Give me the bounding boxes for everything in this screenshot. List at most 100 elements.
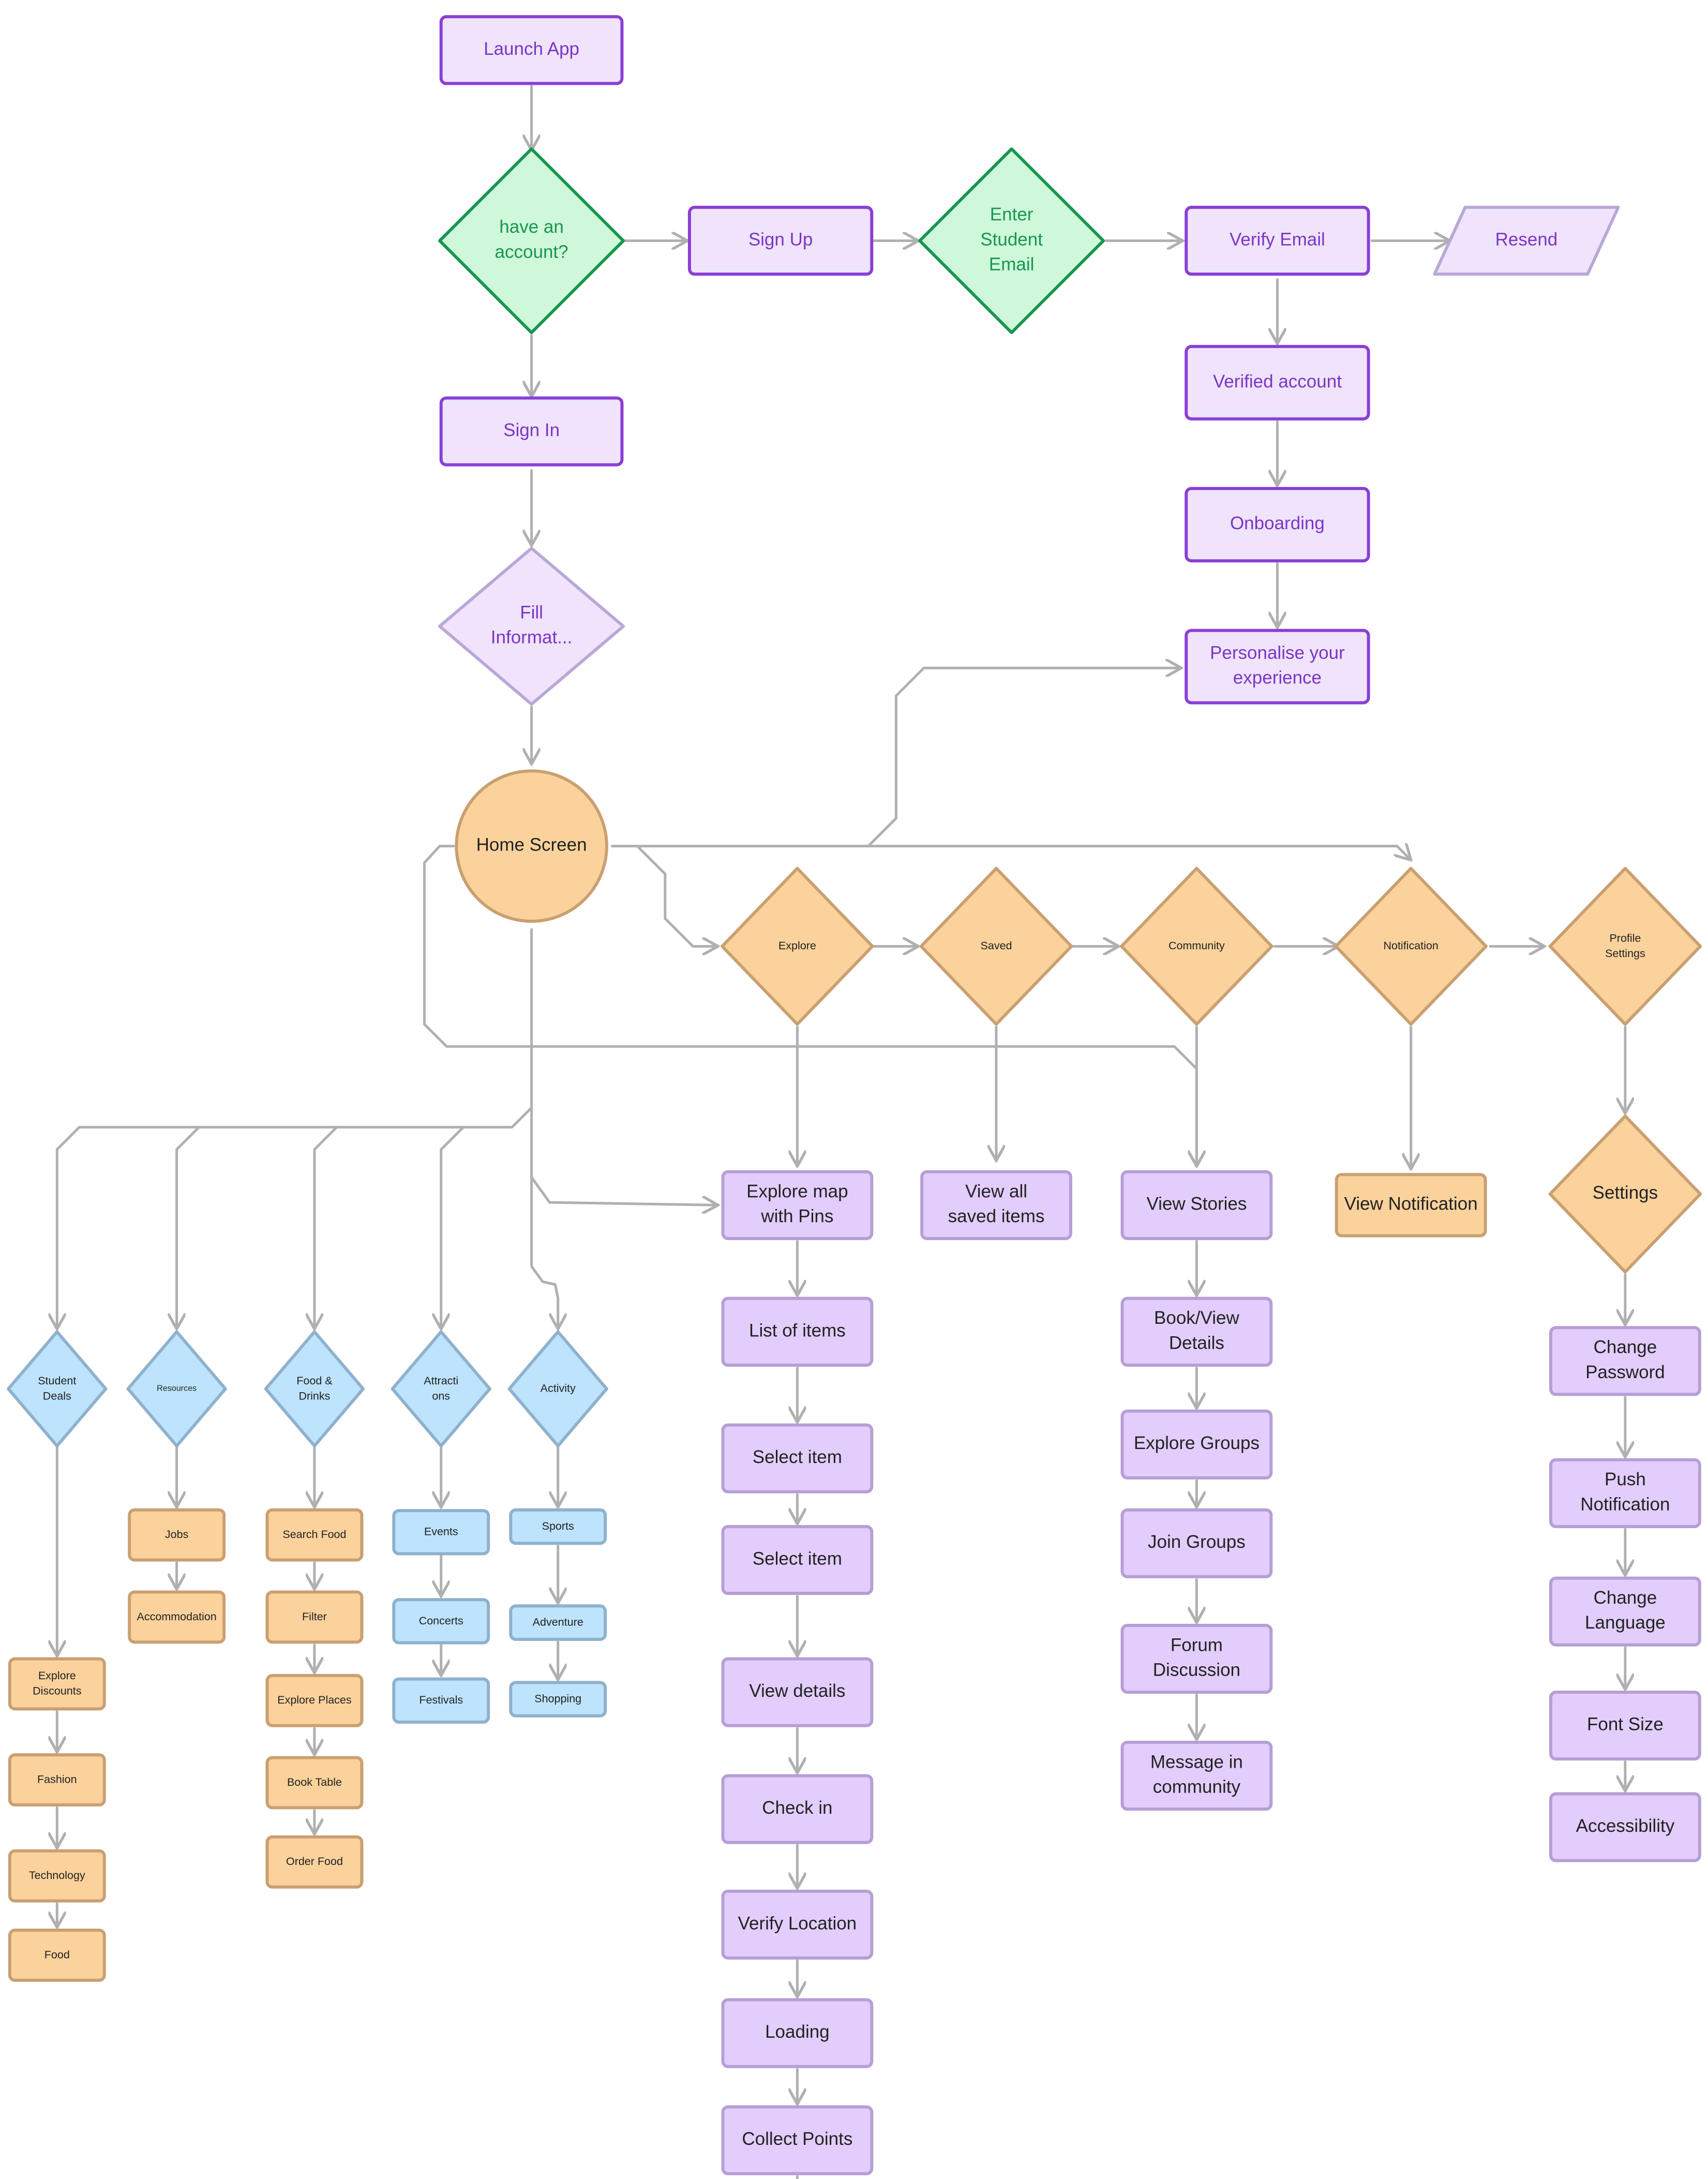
node-filter: Filter — [265, 1590, 364, 1644]
connector-arrow — [611, 845, 718, 947]
label-shopping: Shopping — [534, 1692, 581, 1705]
node-festivals: Festivals — [392, 1677, 490, 1724]
label-sign-up: Sign Up — [748, 230, 813, 250]
node-view-details: View details — [721, 1657, 874, 1727]
connector-arrow — [314, 1126, 338, 1329]
node-font-size: Font Size — [1549, 1691, 1701, 1761]
label-community: Community — [1168, 939, 1225, 952]
node-collect-points: Collect Points — [721, 2105, 874, 2175]
label-adventure: Adventure — [533, 1616, 583, 1628]
label-font-size: Font Size — [1587, 1714, 1664, 1735]
node-sign-in: Sign In — [439, 396, 624, 467]
label-notification: Notification — [1383, 939, 1438, 952]
label-food: Food — [44, 1948, 70, 1961]
label-order-food: Order Food — [286, 1855, 343, 1868]
label-accommodation: Accommodation — [137, 1610, 217, 1622]
node-food: Food — [8, 1929, 106, 1982]
node-launch-app: Launch App — [439, 15, 624, 85]
label-list-of-items: List of items — [749, 1321, 846, 1341]
node-settings: Settings — [1548, 1114, 1702, 1274]
label-fashion: Fashion — [37, 1773, 77, 1785]
connector-arrow — [611, 846, 1411, 860]
label-concerts: Concerts — [419, 1615, 463, 1627]
node-list-of-items: List of items — [721, 1296, 874, 1367]
node-events: Events — [392, 1509, 490, 1556]
label-resend: Resend — [1495, 230, 1558, 250]
node-sign-up: Sign Up — [687, 205, 874, 276]
label-home-screen: Home Screen — [476, 835, 587, 855]
node-verified-account: Verified account — [1185, 345, 1370, 421]
label-jobs: Jobs — [165, 1528, 188, 1541]
label-filter: Filter — [302, 1610, 327, 1622]
label-onboarding: Onboarding — [1230, 513, 1325, 533]
node-order-food: Order Food — [265, 1835, 364, 1889]
label-technology: Technology — [29, 1869, 85, 1882]
label-view-stories: View Stories — [1146, 1194, 1247, 1214]
node-saved: Saved — [919, 867, 1073, 1026]
label-select-item-1: Select item — [753, 1447, 842, 1467]
label-verified-account: Verified account — [1213, 371, 1342, 392]
node-accessibility: Accessibility — [1549, 1792, 1701, 1862]
node-onboarding: Onboarding — [1185, 487, 1370, 563]
connector-arrow — [423, 845, 1196, 1167]
label-saved: Saved — [981, 939, 1012, 952]
node-accommodation: Accommodation — [128, 1590, 226, 1644]
label-explore-places: Explore Places — [277, 1694, 351, 1706]
node-verify-email: Verify Email — [1185, 205, 1370, 276]
node-check-in: Check in — [721, 1774, 874, 1844]
node-select-item-2: Select item — [721, 1525, 874, 1595]
label-festivals: Festivals — [419, 1694, 463, 1706]
label-explore-groups: Explore Groups — [1134, 1433, 1260, 1453]
label-select-item-2: Select item — [753, 1549, 842, 1569]
label-settings: Settings — [1593, 1183, 1658, 1203]
label-check-in: Check in — [762, 1798, 832, 1818]
label-join-groups: Join Groups — [1148, 1532, 1246, 1552]
node-concerts: Concerts — [392, 1598, 490, 1645]
node-view-notification: View Notification — [1335, 1173, 1487, 1237]
node-search-food: Search Food — [265, 1508, 364, 1562]
node-verify-location: Verify Location — [721, 1889, 874, 1960]
node-loading: Loading — [721, 1998, 874, 2068]
label-search-food: Search Food — [282, 1528, 346, 1541]
label-verify-email: Verify Email — [1230, 230, 1325, 250]
node-resources: Resources — [126, 1330, 227, 1447]
label-book-table: Book Table — [287, 1776, 342, 1788]
label-launch-app: Launch App — [484, 39, 579, 59]
label-activity: Activity — [541, 1382, 576, 1394]
connector-arrow — [530, 1176, 718, 1205]
connectors — [57, 85, 1625, 2179]
node-shopping: Shopping — [509, 1681, 607, 1718]
node-activity: Activity — [507, 1330, 608, 1447]
node-adventure: Adventure — [509, 1604, 607, 1641]
node-community: Community — [1120, 867, 1273, 1026]
node-explore-groups: Explore Groups — [1120, 1409, 1273, 1480]
label-accessibility: Accessibility — [1576, 1816, 1675, 1836]
